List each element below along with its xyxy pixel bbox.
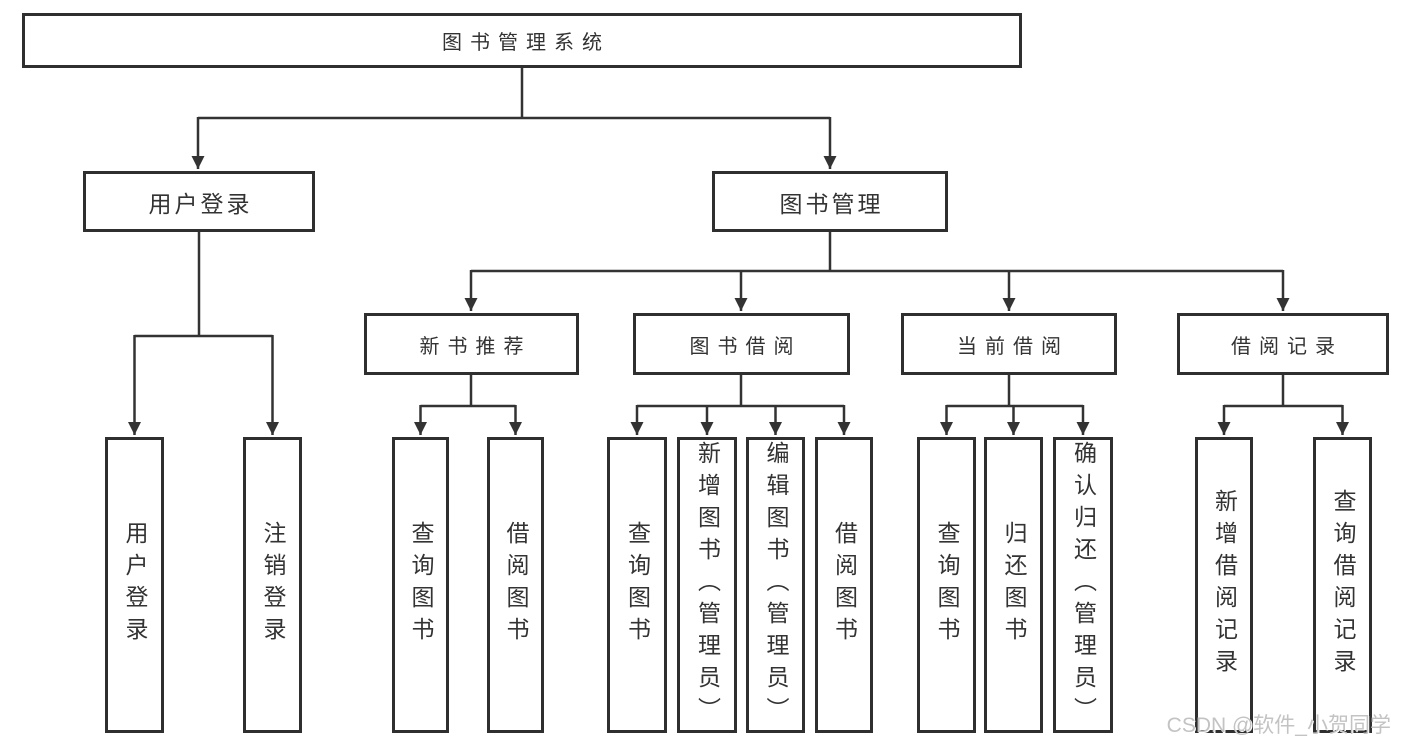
node-label: 编辑图书（管理员） <box>763 441 789 729</box>
node-label: 新增借阅记录 <box>1211 489 1238 681</box>
leaf-user-login: 用户登录 <box>105 437 164 733</box>
leaf-query-borrow-record: 查询借阅记录 <box>1313 437 1372 733</box>
node-label: 图书管理 <box>779 190 884 217</box>
leaf-add-book-admin: 新增图书（管理员） <box>677 437 737 733</box>
leaf-query-books-current: 查询图书 <box>917 437 976 733</box>
node-label: 注销登录 <box>260 521 286 649</box>
node-book-management: 图书管理 <box>712 171 948 232</box>
node-label: 当前借阅 <box>957 335 1069 358</box>
node-borrowing-records: 借阅记录 <box>1177 313 1389 375</box>
node-library-management-system: 图书管理系统 <box>22 13 1022 68</box>
leaf-borrow-books-recommend: 借阅图书 <box>487 437 544 733</box>
node-label: 图书管理系统 <box>442 32 610 54</box>
leaf-query-books-recommend: 查询图书 <box>392 437 449 733</box>
node-label: 确认归还（管理员） <box>1070 441 1097 729</box>
node-label: 图书借阅 <box>689 335 802 358</box>
node-label: 查询借阅记录 <box>1330 489 1356 681</box>
leaf-query-books-borrowing: 查询图书 <box>607 437 667 733</box>
csdn-watermark: CSDN @软件_小贺同学 <box>1166 714 1391 737</box>
node-label: 查询图书 <box>408 521 434 649</box>
node-label: 新书推荐 <box>419 335 532 358</box>
node-new-book-recommendation: 新书推荐 <box>364 313 579 375</box>
leaf-add-borrow-record: 新增借阅记录 <box>1195 437 1253 733</box>
node-label: 借阅图书 <box>503 521 529 649</box>
leaf-borrow-books-borrowing: 借阅图书 <box>815 437 873 733</box>
node-label: 借阅图书 <box>831 521 858 649</box>
node-label: 用户登录 <box>148 190 253 217</box>
leaf-confirm-return-admin: 确认归还（管理员） <box>1053 437 1113 733</box>
node-user-login: 用户登录 <box>83 171 315 232</box>
leaf-edit-book-admin: 编辑图书（管理员） <box>746 437 805 733</box>
node-label: 查询图书 <box>624 521 651 649</box>
leaf-return-books: 归还图书 <box>984 437 1043 733</box>
node-label: 新增图书（管理员） <box>694 441 721 729</box>
node-current-borrowing: 当前借阅 <box>901 313 1117 375</box>
leaf-logout-login: 注销登录 <box>243 437 302 733</box>
node-label: 借阅记录 <box>1231 335 1343 358</box>
node-book-borrowing: 图书借阅 <box>633 313 850 375</box>
node-label: 归还图书 <box>1001 521 1027 649</box>
node-label: 查询图书 <box>934 521 960 649</box>
node-label: 用户登录 <box>122 521 148 649</box>
